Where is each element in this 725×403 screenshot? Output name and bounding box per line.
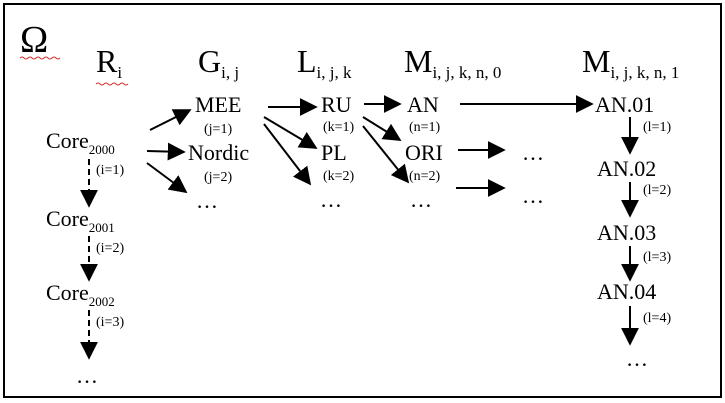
core-2002-label: (i=3) — [96, 315, 124, 330]
arrow-ru-ori — [362, 116, 402, 141]
header-m0: Mi, j, k, n, 0 — [404, 43, 501, 82]
lang-ru: RU — [321, 92, 352, 117]
group-mee: MEE — [195, 92, 241, 117]
spellcheck-underline — [95, 82, 129, 86]
arrow-ru-module-more — [362, 125, 410, 184]
arrow-core-group-more — [146, 162, 188, 194]
lang-pl: PL — [321, 140, 347, 165]
header-r: Ri — [96, 43, 122, 82]
lang-more: … — [320, 187, 342, 212]
module-ori-label: (n=2) — [409, 169, 441, 184]
module-more-next-more: … — [522, 183, 544, 208]
core-more: … — [76, 363, 98, 388]
module-ori: ORI — [405, 140, 443, 165]
core-2001: Core2001 — [46, 206, 115, 235]
group-nordic-label: (j=2) — [204, 170, 232, 185]
arrow-core-nordic — [146, 142, 186, 161]
lang-ru-label: (k=1) — [323, 120, 355, 135]
arrow-mee-lang-more — [263, 123, 312, 186]
version-more: … — [626, 346, 648, 371]
arrow-mee-pl — [263, 116, 318, 149]
omega-symbol: Ω — [20, 19, 48, 61]
header-g: Gi, j — [198, 43, 239, 82]
header-l: Li, j, k — [297, 43, 352, 82]
version-an04-label: (l=4) — [643, 311, 671, 326]
group-nordic: Nordic — [188, 140, 249, 165]
version-an04: AN.04 — [597, 279, 656, 304]
version-an03: AN.03 — [597, 220, 656, 245]
core-2000: Core2000 — [46, 128, 115, 157]
core-2000-label: (i=1) — [96, 163, 124, 178]
module-more: … — [410, 187, 432, 212]
arrow-core-mee — [149, 109, 192, 131]
version-an01: AN.01 — [595, 92, 654, 117]
module-an: AN — [407, 92, 439, 117]
group-more: … — [196, 188, 218, 213]
version-an03-label: (l=3) — [643, 250, 671, 265]
version-an02: AN.02 — [597, 156, 656, 181]
lang-pl-label: (k=2) — [323, 169, 355, 184]
module-an-label: (n=1) — [409, 120, 441, 135]
ori-next-more: … — [522, 140, 544, 165]
core-2001-label: (i=2) — [96, 241, 124, 256]
core-2002: Core2002 — [46, 280, 115, 309]
version-an01-label: (l=1) — [643, 120, 671, 135]
group-mee-label: (j=1) — [204, 122, 232, 137]
header-m1: Mi, j, k, n, 1 — [582, 43, 679, 82]
spellcheck-underline — [19, 56, 61, 60]
diagram-frame — [3, 3, 722, 398]
version-an02-label: (l=2) — [643, 183, 671, 198]
